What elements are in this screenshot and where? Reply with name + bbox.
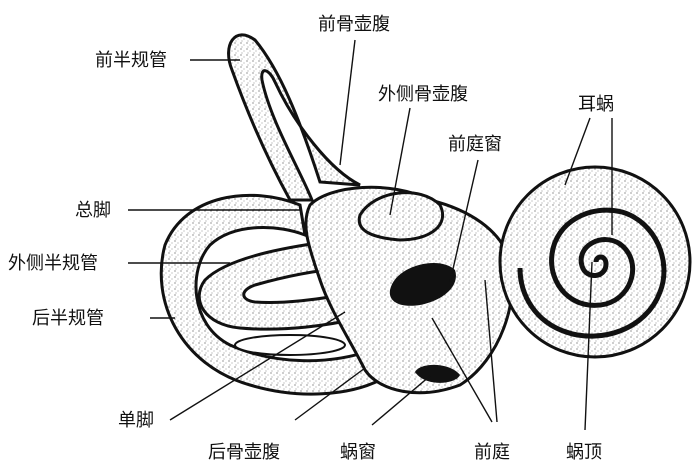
label-common-crus: 总脚 [75, 200, 111, 221]
label-posterior-ampulla: 后骨壶腹 [208, 442, 280, 463]
label-vestibule: 前庭 [474, 442, 510, 463]
label-round-window: 蜗窗 [340, 442, 376, 463]
anterior-semicircular-canal [229, 35, 360, 200]
cochlea [500, 167, 690, 357]
label-cochlea: 耳蜗 [578, 94, 614, 115]
label-lateral-ampulla: 外侧骨壶腹 [378, 84, 468, 105]
label-oval-window: 前庭窗 [448, 134, 502, 155]
label-anterior-ampulla: 前骨壶腹 [318, 14, 390, 35]
label-simple-crus: 单脚 [118, 410, 154, 431]
label-lateral-canal: 外侧半规管 [8, 253, 98, 274]
label-posterior-canal: 后半规管 [32, 308, 104, 329]
label-anterior-canal: 前半规管 [95, 50, 167, 71]
label-cochlear-apex: 蜗顶 [566, 442, 602, 463]
